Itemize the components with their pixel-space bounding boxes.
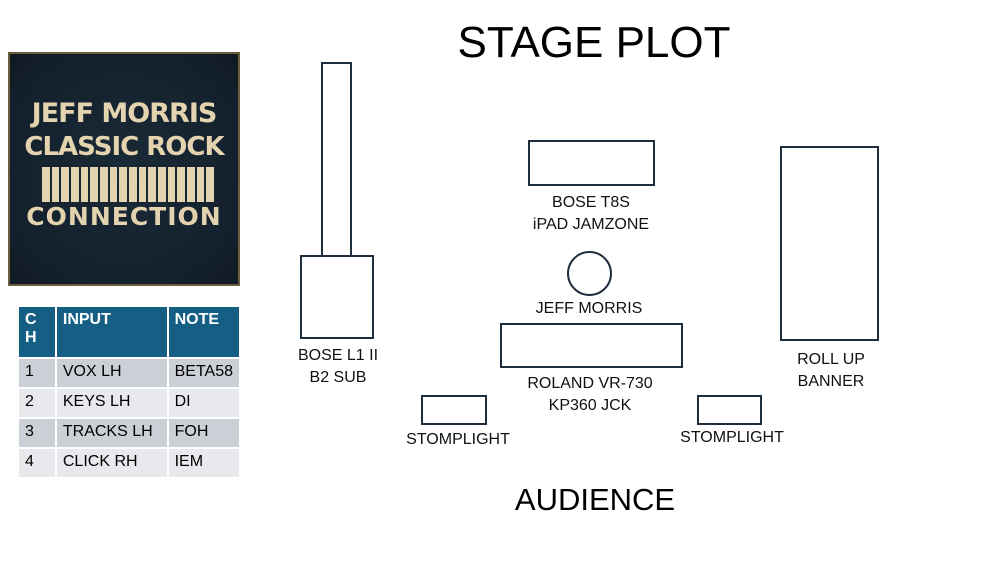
text-line: CONNECTION <box>26 202 222 231</box>
text-line: ROLL UP <box>797 351 865 368</box>
text-line <box>51 167 60 202</box>
cell: 3 <box>17 417 57 449</box>
cell: 1 <box>17 357 57 389</box>
bose-l1-column-shape <box>321 62 352 258</box>
performer-label: JEFF MORRIS <box>535 300 643 317</box>
performer-position-circle <box>567 251 612 296</box>
text-line: JEFF MORRIS <box>31 98 218 129</box>
text-line: BANNER <box>797 373 865 390</box>
audience-label: AUDIENCE <box>514 482 676 517</box>
text-line <box>129 167 137 202</box>
bose-b2-sub-shape <box>300 255 374 339</box>
text-line: iPAD JAMZONE <box>532 216 650 233</box>
text-line: CLASSIC ROCK <box>24 132 224 162</box>
cell: TRACKS LH <box>54 417 169 449</box>
cell: FOH <box>166 417 242 449</box>
bose-t8s-shape <box>528 140 655 186</box>
header-input: INPUT <box>54 305 169 359</box>
text-line <box>138 167 147 202</box>
cell: DI <box>166 387 242 419</box>
roll-up-banner-shape <box>780 146 879 341</box>
text-line <box>167 167 176 202</box>
text-line <box>42 167 50 202</box>
stomplight-left-shape <box>421 395 487 425</box>
text-line <box>187 167 195 202</box>
bose-l1-label: BOSE L1 II B2 SUB <box>298 345 378 389</box>
text-line <box>109 167 118 202</box>
cell: BETA58 <box>166 357 242 389</box>
text-line: B2 SUB <box>309 369 367 386</box>
cell: 4 <box>17 447 57 479</box>
text-line <box>206 167 215 202</box>
text-line: KP360 JCK <box>548 397 632 414</box>
piano-keys-icon <box>42 167 215 202</box>
text-line: BOSE T8S <box>552 194 630 211</box>
bose-t8s-label: BOSE T8S iPAD JAMZONE <box>533 192 649 236</box>
text-line <box>100 167 108 202</box>
text-line <box>71 167 79 202</box>
stomplight-right-shape <box>697 395 762 425</box>
text-line <box>61 167 70 202</box>
cell: IEM <box>166 447 242 479</box>
stomplight-left-label: STOMPLIGHT <box>406 431 510 448</box>
text-line: BOSE L1 II <box>297 347 379 364</box>
page-title: STAGE PLOT <box>457 18 731 67</box>
text-line <box>158 167 166 202</box>
text-line <box>119 167 128 202</box>
cell: KEYS LH <box>54 387 169 419</box>
cell: 2 <box>17 387 57 419</box>
keyboard-shape <box>500 323 683 368</box>
stomplight-right-label: STOMPLIGHT <box>680 429 784 446</box>
text-line <box>90 167 99 202</box>
text-line <box>196 167 205 202</box>
text-line <box>80 167 89 202</box>
text-line: ROLAND VR-730 <box>527 375 653 392</box>
band-logo: JEFF MORRIS CLASSIC ROCK CONNECTION <box>8 52 240 286</box>
cell: CLICK RH <box>54 447 169 479</box>
header-note: NOTE <box>166 305 242 359</box>
text-line <box>177 167 186 202</box>
cell: VOX LH <box>54 357 169 389</box>
text-line <box>148 167 157 202</box>
banner-label: ROLL UP BANNER <box>797 349 865 393</box>
